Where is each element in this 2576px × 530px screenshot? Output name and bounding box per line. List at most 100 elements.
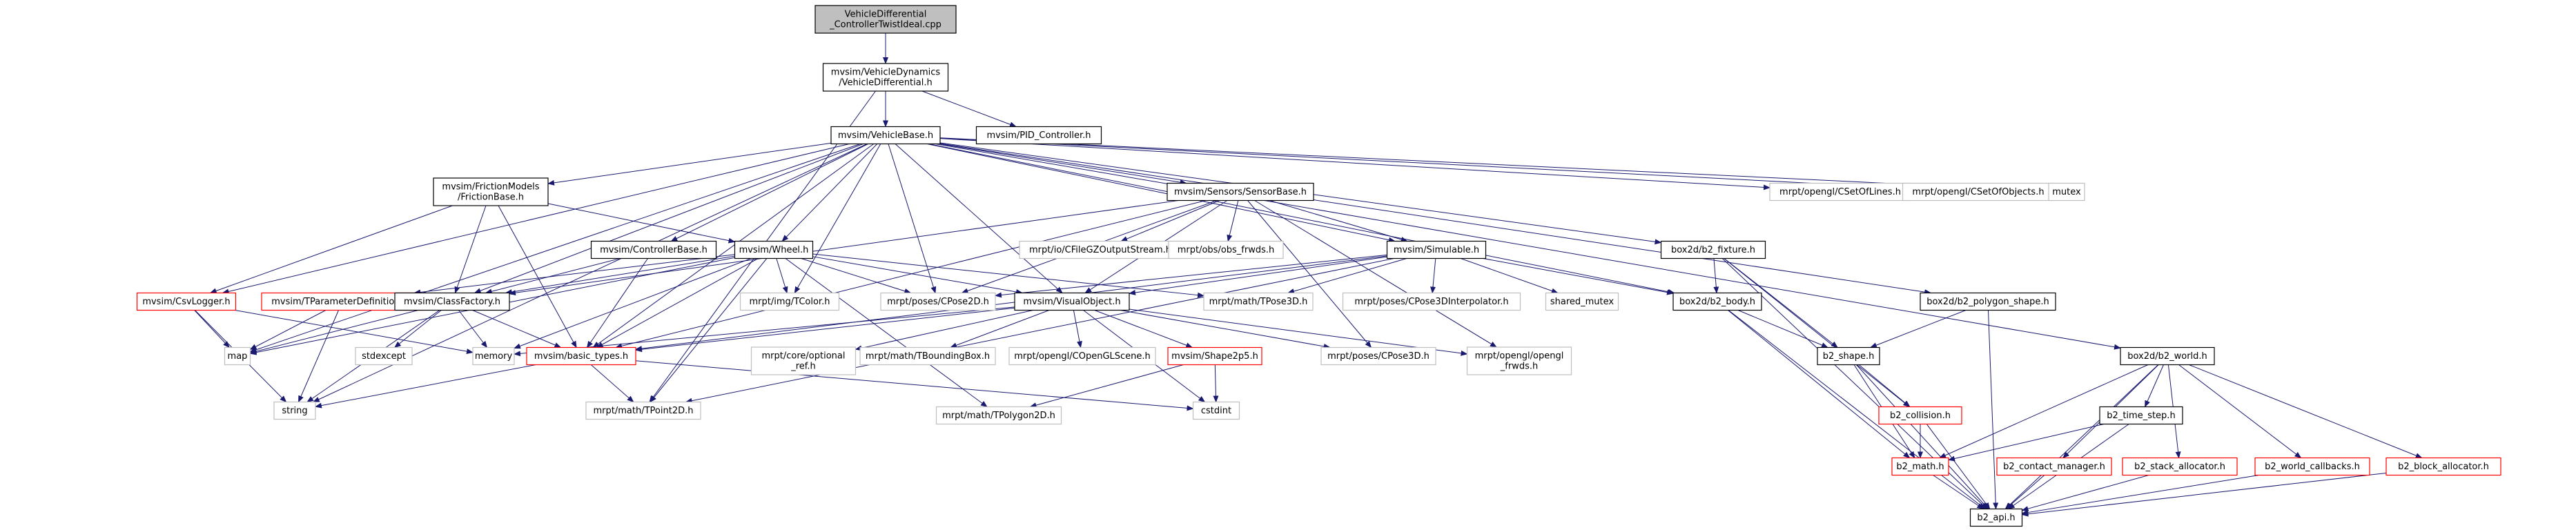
node-map[interactable]: map [224,346,251,366]
node-box [1008,346,1156,366]
node-b2wcb[interactable]: b2_world_callbacks.h [2254,457,2370,476]
node-label: b2_collision.h [1890,411,1951,421]
node-csetlines[interactable]: mrpt/opengl/CSetOfLines.h [1769,182,1911,202]
node-sb[interactable]: mvsim/Sensors/SensorBase.h [1167,182,1314,202]
edge-vb-to-csetobj [939,137,1904,190]
node-cf[interactable]: mvsim/ClassFactory.h [394,292,510,311]
node-label: stdexcept [362,351,406,362]
edge-cb-to-bt [586,258,648,349]
node-label: mvsim/ControllerBase.h [600,245,708,255]
node-cpose2d[interactable]: mrpt/poses/CPose2D.h [880,292,996,311]
node-label: mvsim/VehicleDynamics [831,68,941,78]
node-sim[interactable]: mvsim/Simulable.h [1386,240,1487,259]
node-tbbox[interactable]: mrpt/math/TBoundingBox.h [859,346,996,366]
node-box [1466,346,1572,375]
node-tpoint2d[interactable]: mrpt/math/TPoint2D.h [585,401,701,420]
node-tpoly[interactable]: mrpt/math/TPolygon2D.h [935,406,1062,425]
node-tpose3d[interactable]: mrpt/math/TPose3D.h [1203,292,1314,311]
node-b2coll[interactable]: b2_collision.h [1878,406,1962,425]
node-label: shared_mutex [1550,297,1614,307]
node-coglscene[interactable]: mrpt/opengl/COpenGLScene.h [1008,346,1156,366]
node-string[interactable]: string [273,401,316,420]
node-label: mvsim/VisualObject.h [1023,297,1120,307]
node-b2fix[interactable]: box2d/b2_fixture.h [1660,240,1766,259]
edge-sim-to-tpoint2d [685,258,1394,404]
node-coreopt[interactable]: mrpt/core/optional_ref.h [750,346,857,375]
edge-sim-to-tpose3d [1287,258,1407,294]
node-b2time[interactable]: b2_time_step.h [2099,406,2183,425]
node-fb[interactable]: mvsim/FrictionModels/FrictionBase.h [433,177,549,206]
node-label: mrpt/opengl/opengl [1475,351,1564,362]
node-s2p5[interactable]: mvsim/Shape2p5.h [1167,346,1262,366]
node-box [1014,292,1130,311]
node-label: mrpt/math/TPoint2D.h [594,406,694,416]
node-stdexcept[interactable]: stdexcept [355,346,413,366]
node-oglfrwds[interactable]: mrpt/opengl/opengl_frwds.h [1466,346,1572,375]
node-b2body[interactable]: box2d/b2_body.h [1672,292,1762,311]
node-box [975,126,1102,145]
node-box [1902,182,2055,202]
edge-sim-to-b2body [1483,258,1674,295]
node-label: mrpt/poses/CPose3D.h [1327,351,1430,362]
node-cpose3d[interactable]: mrpt/poses/CPose3D.h [1320,346,1436,366]
node-box [859,346,996,366]
edge-b2math-to-b2api [1933,475,1984,510]
edge-bt-to-cstdint [635,360,1194,411]
node-b2stack[interactable]: b2_stack_allocator.h [2122,457,2238,476]
node-tcolor[interactable]: mrpt/img/TColor.h [739,292,840,311]
node-box [526,346,636,366]
edge-vb-to-cb [670,144,868,242]
node-pid[interactable]: mvsim/PID_Controller.h [975,126,1102,145]
node-box [1320,346,1436,366]
edge-vb-to-b2poly [939,143,1932,295]
node-csv[interactable]: mvsim/CsvLogger.h [136,292,237,311]
edge-sb-to-cfilegz [1120,200,1220,242]
node-vo[interactable]: mvsim/VisualObject.h [1014,292,1130,311]
node-label: mvsim/TParameterDefinitions.h [271,297,413,307]
node-vb[interactable]: mvsim/VehicleBase.h [830,126,941,145]
edge-b2coll-to-b2api [1926,424,1991,510]
edge-tpd-to-map [249,310,326,350]
node-bt[interactable]: mvsim/basic_types.h [526,346,636,366]
node-cstdint[interactable]: cstdint [1192,401,1240,420]
node-cfilegz[interactable]: mrpt/io/CFileGZOutputStream.h [1019,240,1182,259]
node-label: mrpt/poses/CPose3DInterpolator.h [1354,297,1508,307]
edge-vb-to-tcolor [794,144,881,294]
node-b2math[interactable]: b2_math.h [1891,457,1949,476]
node-cb[interactable]: mvsim/ControllerBase.h [590,240,717,259]
node-csetobj[interactable]: mrpt/opengl/CSetOfObjects.h [1902,182,2055,202]
edge-b2fix-to-b2body [1713,258,1719,294]
edge-vo-to-coreopt [855,310,1033,351]
node-label: _frwds.h [1500,362,1538,372]
edge-sim-to-bt [635,255,1387,352]
edge-b2wcb-to-b2api [2021,475,2259,516]
edge-b2body-to-b2math [1728,310,1911,459]
edge-vb-to-sim [926,144,1396,243]
edge-s2p5-to-tpoly [1029,364,1184,408]
node-b2contact[interactable]: b2_contact_manager.h [1996,457,2112,476]
node-b2poly[interactable]: box2d/b2_polygon_shape.h [1920,292,2056,311]
node-b2block[interactable]: b2_block_allocator.h [2385,457,2501,476]
edge-bt-to-tpoint2d [590,364,634,403]
edge-b2world-to-b2wcb [2178,364,2302,459]
node-box [1192,401,1240,420]
edge-bt-to-string [315,364,536,409]
node-b2world[interactable]: box2d/b2_world.h [2120,346,2215,366]
node-wh[interactable]: mvsim/Wheel.h [734,240,814,259]
node-obsfrwds[interactable]: mrpt/obs/obs_frwds.h [1168,240,1284,259]
edge-vb-to-b2body [928,144,1675,295]
node-vd[interactable]: mvsim/VehicleDynamics/VehicleDifferentia… [822,63,949,92]
node-label: memory [475,351,513,362]
edge-b2time-to-b2math [1948,424,2105,462]
node-root[interactable]: VehicleDifferential_ControllerTwistIdeal… [814,5,957,34]
node-memory[interactable]: memory [472,346,515,366]
node-b2shape[interactable]: b2_shape.h [1817,346,1880,366]
node-cp3dint[interactable]: mrpt/poses/CPose3DInterpolator.h [1342,292,1521,311]
node-smutex[interactable]: shared_mutex [1545,292,1619,311]
node-mutex[interactable]: mutex [2048,182,2085,202]
node-box [814,5,957,34]
node-box [1891,457,1949,476]
node-box [273,401,316,420]
node-box [1342,292,1521,311]
node-b2api[interactable]: b2_api.h [1969,508,2023,527]
